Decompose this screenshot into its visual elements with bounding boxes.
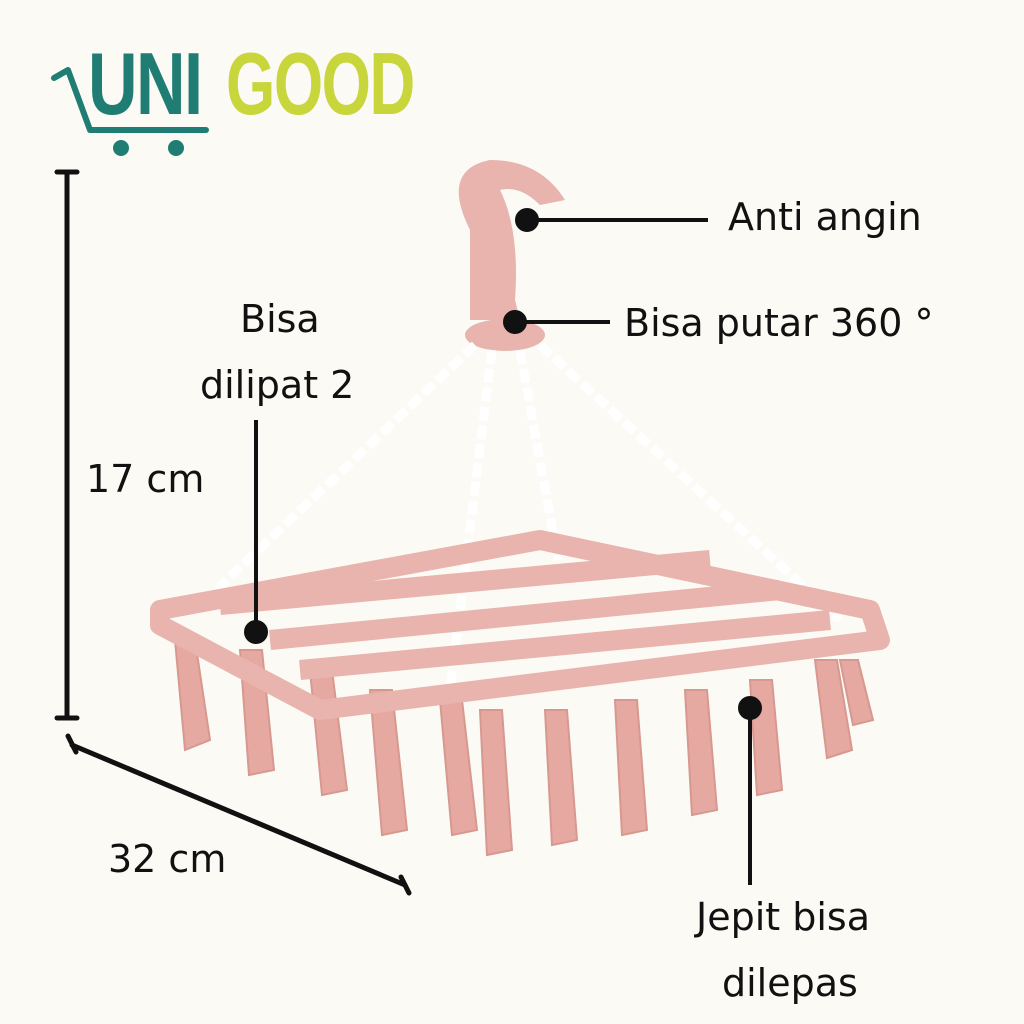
label-width: 32 cm	[108, 837, 227, 881]
label-removable-clips-line2: dilepas	[722, 961, 858, 1005]
label-foldable-line2: dilipat 2	[200, 363, 355, 407]
label-height: 17 cm	[86, 457, 205, 501]
label-anti-wind: Anti angin	[728, 195, 922, 239]
logo-text-good: GOOD	[226, 34, 415, 133]
brand-logo: UNI GOOD	[48, 40, 415, 163]
logo-text-uni: UNI	[88, 34, 203, 133]
width-dimension-line	[65, 733, 412, 896]
label-rotate-360: Bisa putar 360 °	[624, 301, 934, 345]
hanger-chains	[191, 341, 844, 691]
callout-pointers	[244, 208, 762, 885]
clothes-pegs	[173, 639, 875, 857]
hanger-frame	[150, 530, 890, 720]
label-removable-clips-line1: Jepit bisa	[696, 895, 871, 939]
label-foldable-line1: Bisa	[240, 297, 320, 341]
cart-icon	[51, 67, 209, 156]
height-dimension-line	[54, 169, 80, 721]
